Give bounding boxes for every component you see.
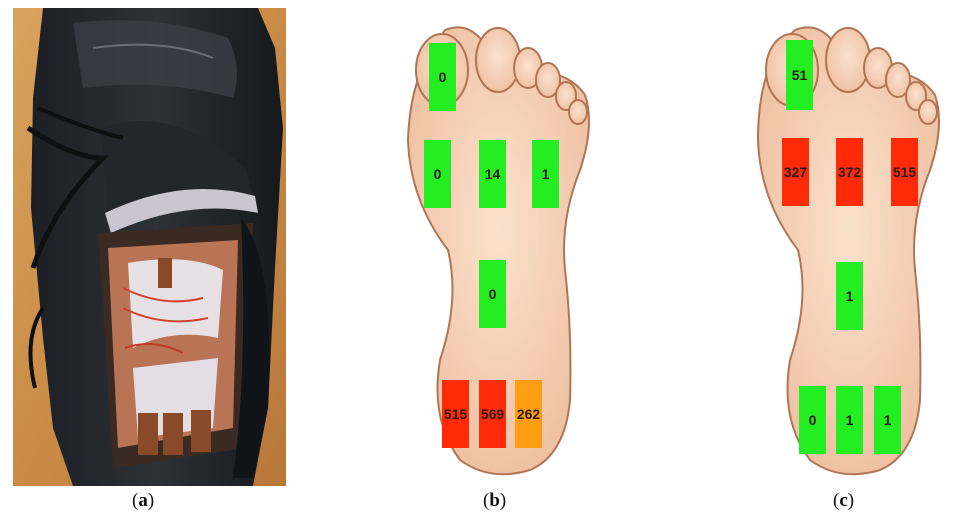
shoe-image (13, 8, 286, 486)
sensor-value-metatarsal-3: 515 (887, 138, 922, 206)
foot-map-b: 0 0 14 1 0 515 569 262 (380, 0, 620, 490)
foot-map-c: 51 327 372 515 1 0 1 1 (740, 0, 958, 490)
sensor-value-metatarsal-1: 0 (424, 140, 451, 208)
sensor-value-toe: 0 (429, 43, 456, 111)
caption-b: (b) (483, 490, 506, 512)
sensor-value-metatarsal-3: 1 (532, 140, 559, 208)
sensor-value-midfoot: 1 (836, 262, 863, 330)
sensor-value-toe: 51 (786, 40, 813, 110)
sensor-value-heel-2: 569 (475, 380, 510, 448)
sensor-value-heel-1: 0 (799, 386, 826, 454)
sensor-value-heel-1: 515 (438, 380, 473, 448)
sensor-value-metatarsal-2: 14 (479, 140, 506, 208)
shoe-photo (13, 8, 286, 486)
sensor-value-heel-3: 1 (874, 386, 901, 454)
sensor-value-metatarsal-2: 372 (832, 138, 867, 206)
sensor-value-heel-3: 262 (511, 380, 546, 448)
caption-c: (c) (833, 490, 854, 512)
sensor-value-midfoot: 0 (479, 260, 506, 328)
sensor-value-heel-2: 1 (836, 386, 863, 454)
caption-a: (a) (132, 490, 154, 512)
sensor-value-metatarsal-1: 327 (778, 138, 813, 206)
